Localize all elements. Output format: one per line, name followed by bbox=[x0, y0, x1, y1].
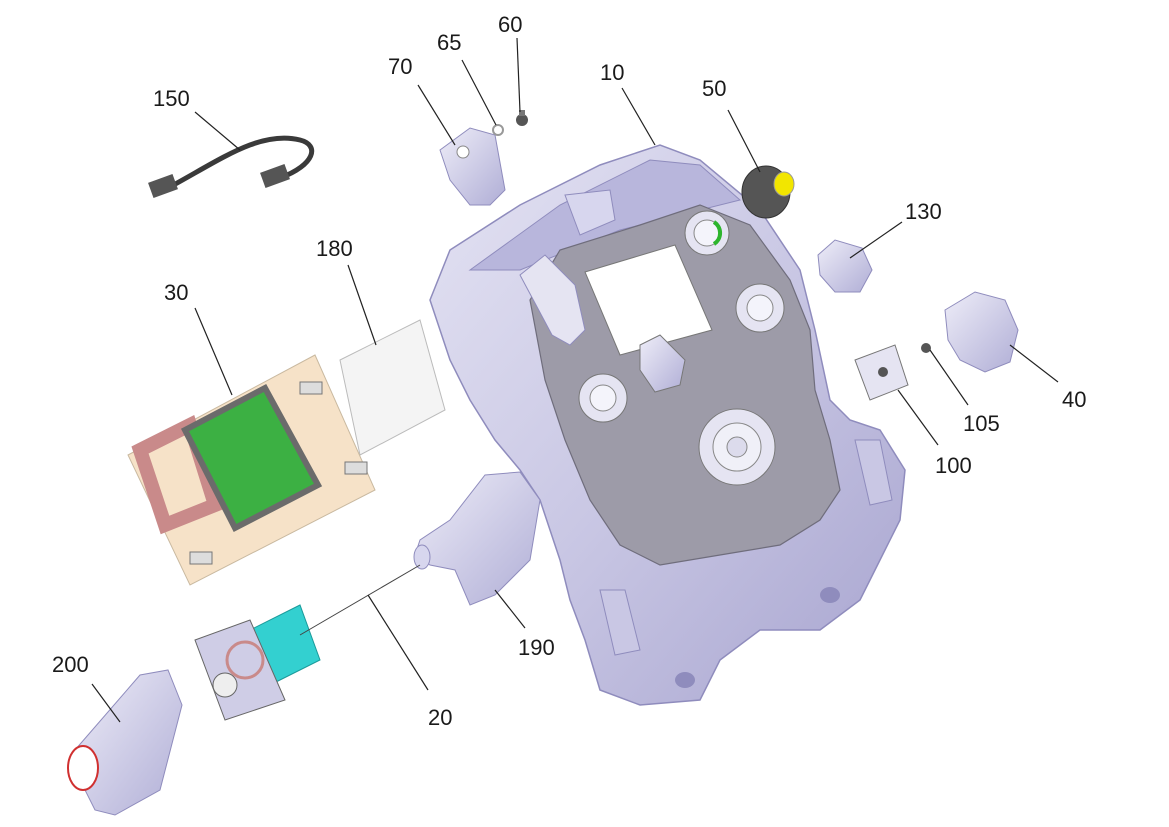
callout-60: 60 bbox=[498, 12, 522, 37]
callout-50: 50 bbox=[702, 76, 726, 101]
callout-180: 180 bbox=[316, 236, 353, 261]
dial-ring-right bbox=[735, 283, 785, 333]
callout-100: 100 bbox=[935, 453, 972, 478]
dial-ring-bottom bbox=[698, 408, 776, 486]
dial-ring-top bbox=[684, 210, 730, 256]
center-knob bbox=[639, 334, 686, 393]
part-40-knob bbox=[944, 291, 1019, 373]
pcb-chip bbox=[180, 383, 323, 533]
part-30-pcb bbox=[127, 354, 376, 586]
part-20-motor bbox=[194, 564, 421, 721]
callout-130: 130 bbox=[905, 199, 942, 224]
part-50-knob bbox=[741, 165, 795, 219]
callout-65: 65 bbox=[437, 30, 461, 55]
display-window bbox=[584, 244, 713, 356]
front-lever bbox=[519, 254, 586, 346]
callout-10: 10 bbox=[600, 60, 624, 85]
part-130-knob bbox=[817, 239, 873, 293]
callout-20: 20 bbox=[428, 705, 452, 730]
part-190-cover bbox=[413, 471, 541, 606]
callout-200: 200 bbox=[52, 652, 89, 677]
callout-30: 30 bbox=[164, 280, 188, 305]
part-10-housing bbox=[429, 144, 906, 706]
part-60-screw bbox=[516, 110, 528, 126]
callout-150: 150 bbox=[153, 86, 190, 111]
part-65-washer bbox=[492, 124, 504, 136]
part-70-bracket bbox=[439, 127, 506, 206]
callout-105: 105 bbox=[963, 411, 1000, 436]
callout-40: 40 bbox=[1062, 387, 1086, 412]
part-200-cap bbox=[67, 669, 183, 816]
leader-lines bbox=[91, 37, 1059, 723]
callout-labels: 10 20 30 40 50 60 65 70 100 105 130 150 … bbox=[52, 12, 1086, 730]
part-100-bracket bbox=[854, 344, 909, 401]
callout-190: 190 bbox=[518, 635, 555, 660]
part-105-screw bbox=[921, 343, 931, 353]
callout-70: 70 bbox=[388, 54, 412, 79]
part-180-sheet bbox=[339, 319, 446, 456]
dial-ring-left bbox=[578, 373, 628, 423]
part-150-cable bbox=[148, 135, 314, 198]
